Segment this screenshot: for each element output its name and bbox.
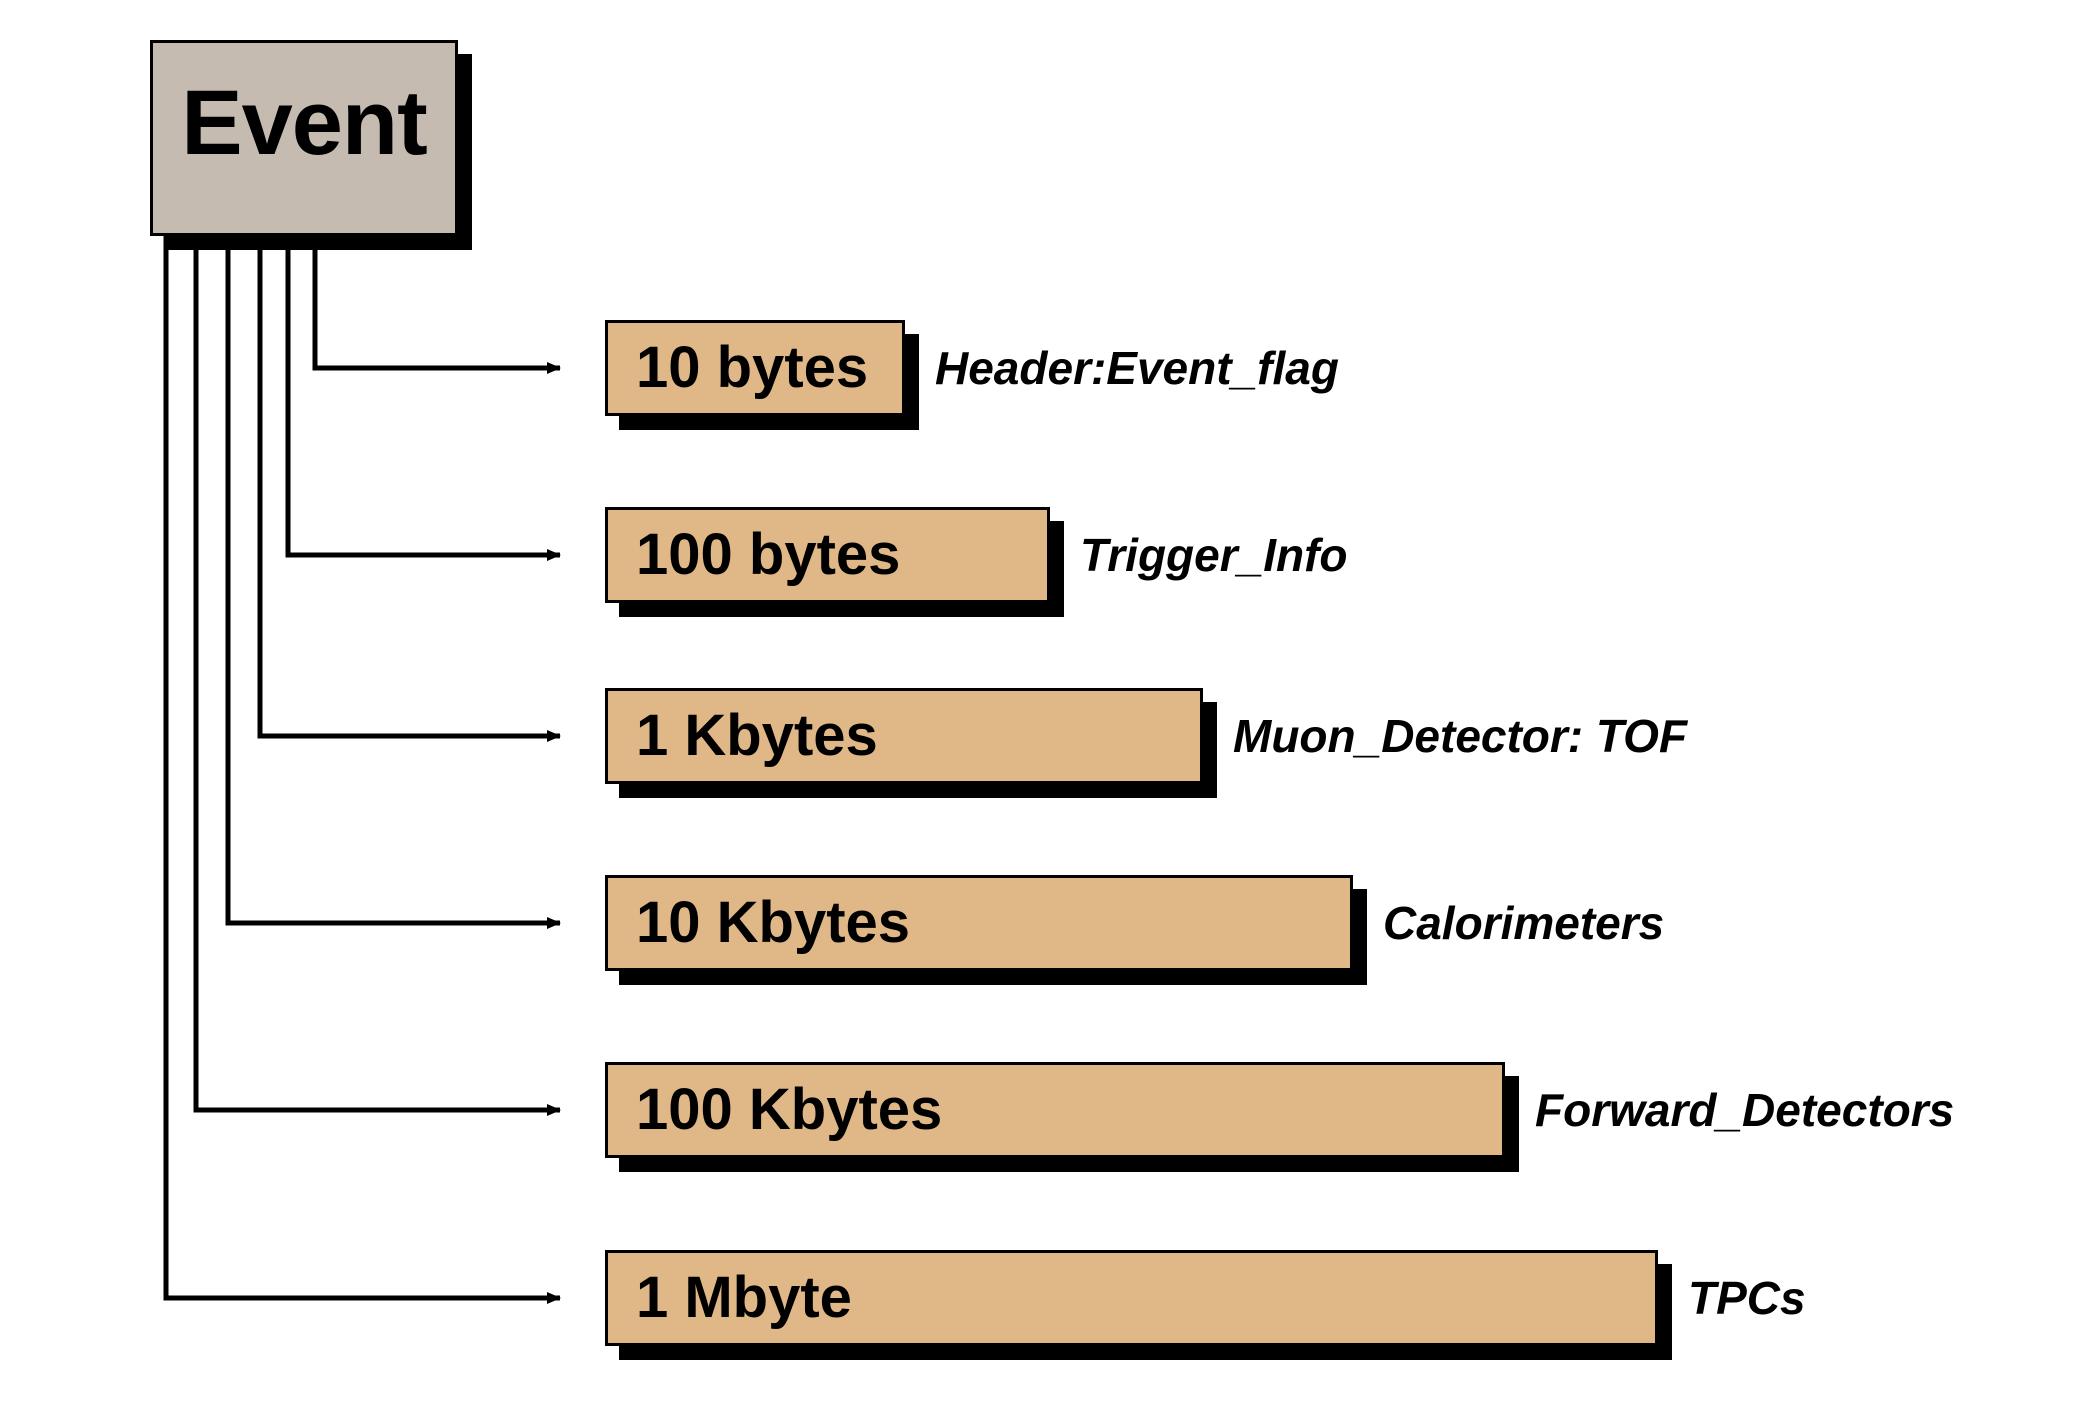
branch-label: TPCs (1688, 1272, 1806, 1324)
size-bar[interactable]: 100 Kbytes (605, 1062, 1505, 1158)
branch-label: Muon_Detector: TOF (1233, 710, 1688, 762)
event-box-label: Event (181, 72, 428, 174)
size-bar-text: 1 Mbyte (636, 1265, 852, 1330)
size-bar[interactable]: 1 Mbyte (605, 1250, 1658, 1346)
branch-label: Trigger_Info (1080, 529, 1348, 581)
size-bar[interactable]: 10 Kbytes (605, 875, 1353, 971)
branch-label: Calorimeters (1383, 897, 1665, 949)
size-bar-text: 10 Kbytes (636, 890, 911, 955)
branch-label: Forward_Detectors (1535, 1084, 1955, 1136)
size-bar[interactable]: 10 bytes (605, 320, 905, 416)
size-bar-text: 100 Kbytes (636, 1077, 943, 1142)
branch-label: Header:Event_flag (935, 342, 1339, 394)
size-bar[interactable]: 100 bytes (605, 507, 1050, 603)
size-bar-text: 10 bytes (636, 335, 869, 400)
size-bar[interactable]: 1 Kbytes (605, 688, 1203, 784)
event-box: Event (150, 40, 458, 236)
size-bar-text: 100 bytes (636, 522, 901, 587)
size-bar-text: 1 Kbytes (636, 703, 878, 768)
